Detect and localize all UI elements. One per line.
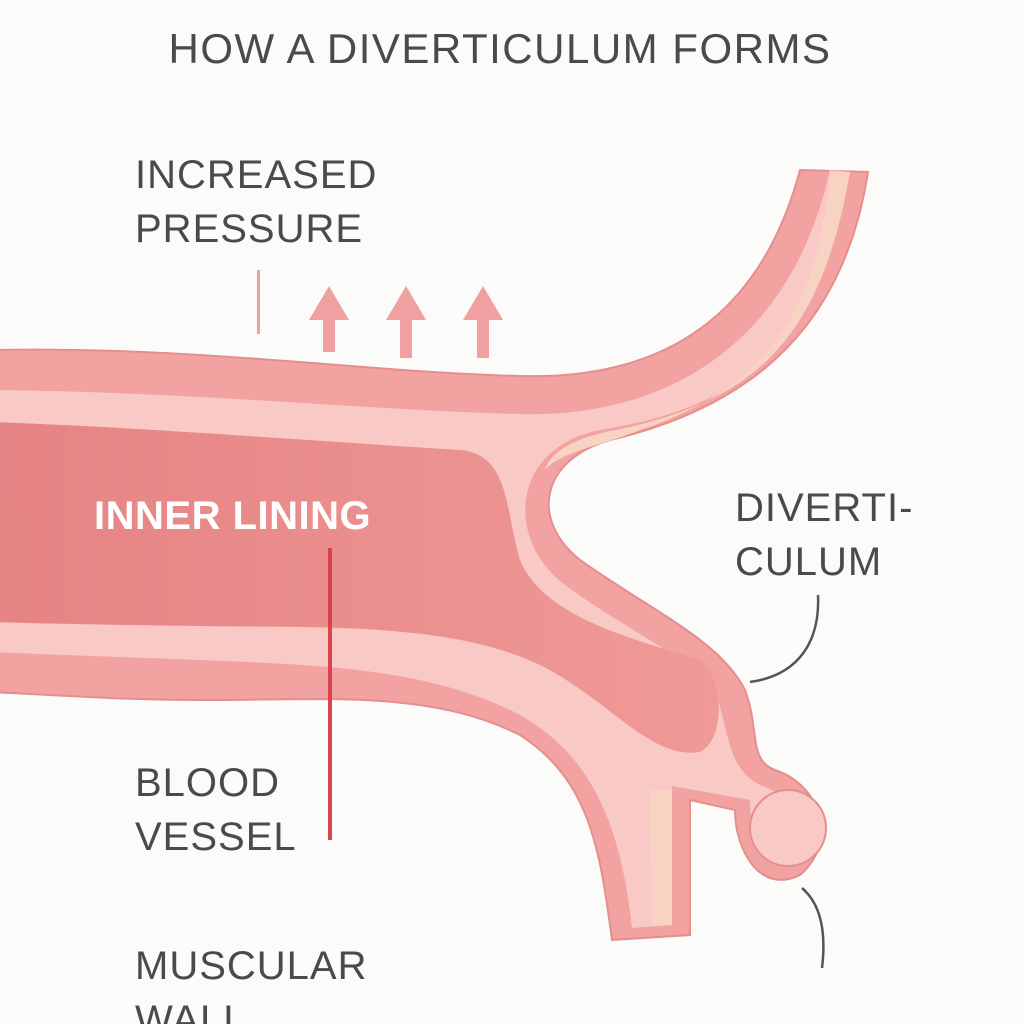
label-inner-lining: INNER LINING bbox=[94, 494, 372, 538]
blood-vessel-line bbox=[328, 548, 332, 840]
muscular-band bbox=[545, 172, 850, 926]
label-line: CULUM bbox=[735, 540, 883, 584]
label-line: MUSCULAR bbox=[135, 944, 368, 988]
muscular-wall-leader-line bbox=[801, 887, 825, 969]
label-muscular-wall: MUSCULAR WALL bbox=[135, 946, 367, 1024]
page-title: HOW A DIVERTICULUM FORMS bbox=[168, 25, 832, 72]
arrow-up-icon bbox=[463, 286, 503, 358]
arrow-up-icon bbox=[386, 286, 426, 358]
pressure-tick bbox=[257, 270, 260, 334]
label-increased-pressure: INCREASED PRESSURE bbox=[135, 155, 377, 249]
pressure-arrows bbox=[309, 286, 503, 358]
label-line: INCREASED bbox=[135, 153, 378, 197]
label-line: PRESSURE bbox=[135, 207, 364, 251]
inner-lining-lumen bbox=[0, 422, 719, 753]
label-line: VESSEL bbox=[135, 815, 297, 859]
arrow-up-icon bbox=[309, 286, 349, 352]
label-diverticulum: DIVERTI- CULUM bbox=[735, 488, 913, 582]
label-blood-vessel: BLOOD VESSEL bbox=[135, 763, 297, 857]
label-line: DIVERTI- bbox=[735, 486, 914, 530]
label-line: WALL bbox=[135, 998, 247, 1024]
label-line: BLOOD bbox=[135, 761, 281, 805]
diverticulum-pouch bbox=[749, 789, 827, 867]
diverticulum-leader-line bbox=[749, 594, 820, 684]
